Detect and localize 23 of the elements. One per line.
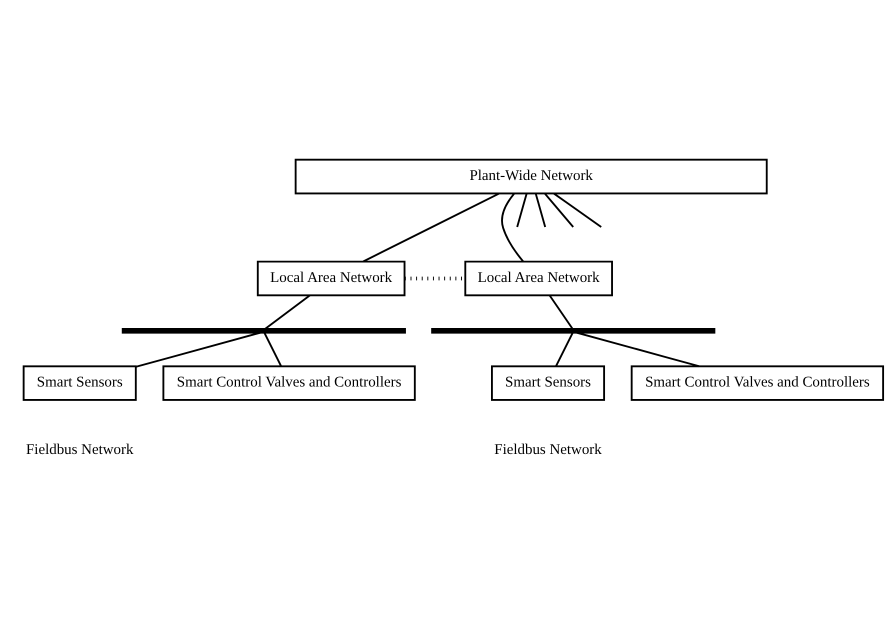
node-box: Local Area Network [464, 260, 613, 296]
connector [264, 294, 310, 329]
label: Fieldbus Network [26, 441, 134, 458]
connector [534, 192, 546, 227]
connector [136, 331, 261, 368]
node-bar [122, 328, 406, 334]
node-box: Smart Sensors [491, 364, 606, 400]
connector [555, 332, 574, 366]
connector [544, 192, 574, 228]
connector [516, 192, 528, 227]
connector [553, 192, 602, 228]
node-box: Smart Control Valves and Controllers [630, 364, 884, 400]
node-bar [431, 328, 716, 334]
connector [501, 192, 524, 262]
node-box: Smart Sensors [22, 364, 137, 400]
connector [362, 192, 500, 262]
node-box: Smart Control Valves and Controllers [162, 364, 416, 400]
connector [548, 294, 574, 329]
node-box: Plant-Wide Network [294, 158, 768, 194]
connector [264, 332, 282, 366]
connector [576, 331, 700, 367]
node-box: Local Area Network [256, 260, 406, 296]
label: Fieldbus Network [494, 441, 602, 458]
